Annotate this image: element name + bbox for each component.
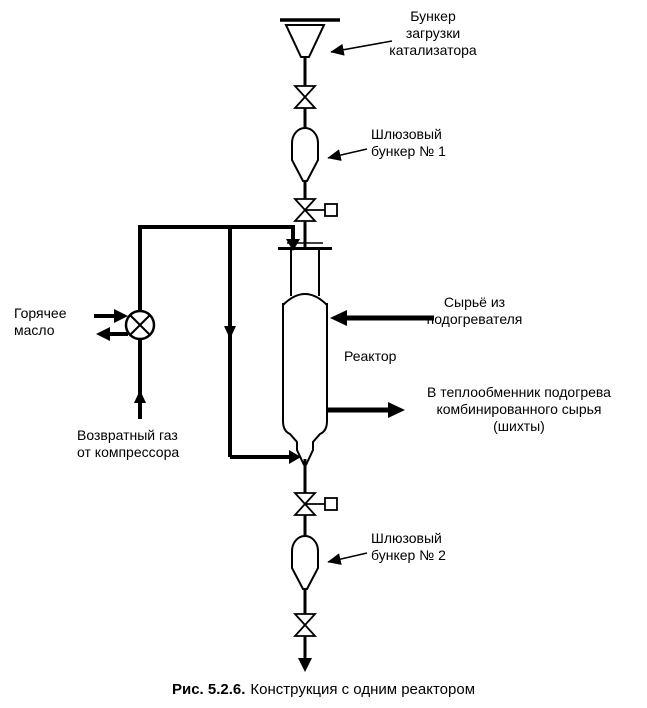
lift-line-arrow-icon	[289, 450, 301, 464]
valve-2-actuator	[324, 203, 338, 217]
hot-oil-out-arrow	[96, 327, 128, 341]
outlet-label: В теплообменник подогрева комбинированно…	[427, 384, 611, 434]
heat-exchanger	[124, 309, 156, 341]
valve-1	[292, 85, 318, 109]
reactor-top-feed-arrow-icon	[286, 239, 300, 251]
return-gas-arrow-icon	[134, 390, 146, 403]
figure-title: Конструкция с одним реактором	[250, 681, 476, 698]
feed-arrow	[330, 310, 434, 326]
lock-hopper-2-pointer-arrow-icon	[327, 552, 368, 565]
downflow-arrow-icon	[224, 326, 236, 339]
hot-oil-label: Горячее масло	[14, 305, 67, 338]
lock-hopper-1-label: Шлюзовый бункер № 1	[371, 126, 446, 159]
return-gas-label: Возвратный газ от компрессора	[77, 427, 180, 460]
hopper-pointer-arrow-icon	[330, 40, 393, 56]
catalyst-hopper-label: Бункер загрузки катализатора	[389, 8, 477, 58]
feed-label: Сырьё из подогревателя	[426, 294, 523, 327]
valve-4	[292, 613, 318, 637]
reactor-label: Реактор	[344, 348, 397, 364]
lock-hopper-2	[291, 535, 319, 590]
figure-caption: Рис. 5.2.6.Конструкция с одним реактором	[0, 681, 647, 698]
figure-number: Рис. 5.2.6.	[171, 681, 246, 698]
bottom-outlet-arrow-icon	[298, 658, 312, 672]
label-pointer-arrows	[327, 40, 393, 565]
lock-hopper-2-label: Шлюзовый бункер № 2	[371, 530, 446, 563]
hot-oil-in-arrow	[94, 309, 128, 323]
valve-2	[292, 198, 338, 222]
valve-3	[292, 492, 338, 516]
valve-3-actuator	[324, 497, 338, 511]
reactor-vessel	[278, 242, 332, 466]
gas-circuit-pipe	[134, 225, 301, 464]
outlet-arrow	[328, 402, 405, 418]
lock-hopper-1-pointer-arrow-icon	[327, 148, 368, 161]
catalyst-hopper	[280, 18, 340, 58]
lock-hopper-1	[291, 127, 319, 182]
